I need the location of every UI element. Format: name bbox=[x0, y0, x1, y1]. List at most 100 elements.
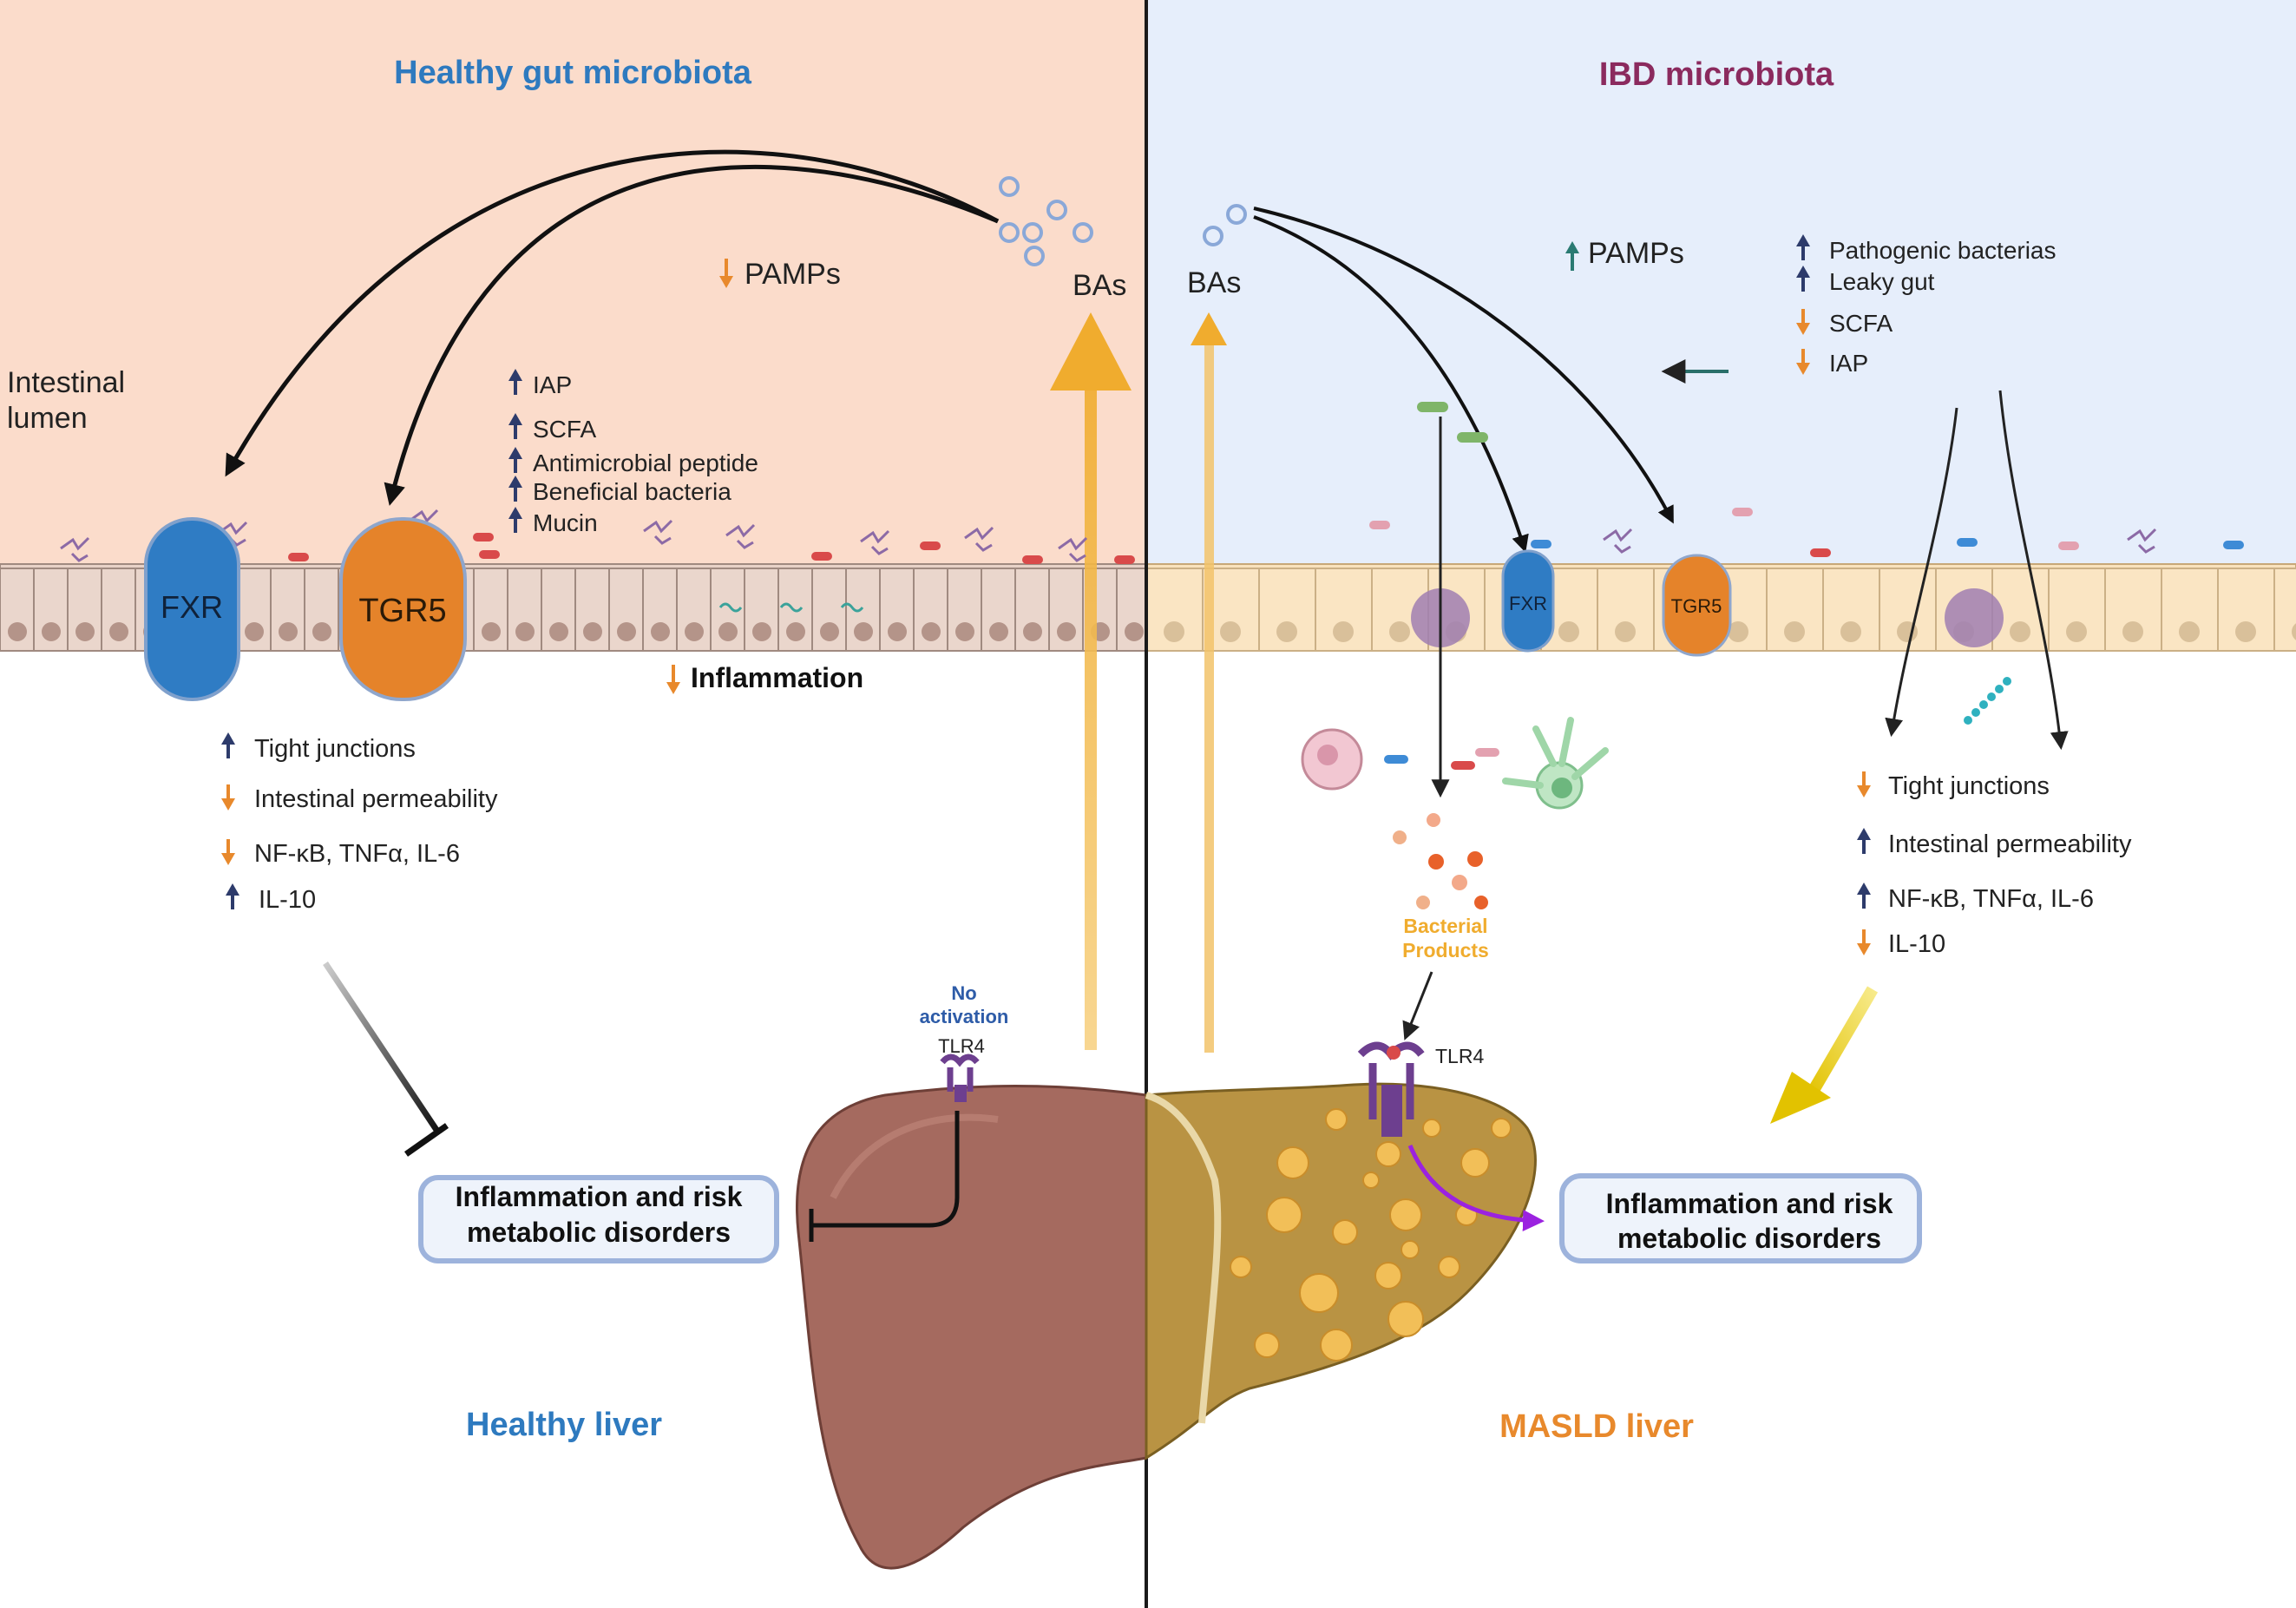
tlr4-receptor-right bbox=[1357, 1041, 1425, 1137]
ibd-microbes bbox=[1369, 402, 2244, 725]
lumen-label-line2: lumen bbox=[7, 402, 88, 435]
healthy-effect-item: Tight junctions bbox=[254, 735, 416, 763]
immune-cells bbox=[1301, 717, 1609, 810]
inflammation-label: Inflammation bbox=[691, 662, 863, 693]
fat-droplet bbox=[1422, 1119, 1441, 1138]
pamps-label-left: PAMPs bbox=[745, 258, 841, 291]
yellow-outcome-arrow bbox=[1770, 986, 1879, 1124]
up-arrow-icon bbox=[508, 476, 522, 502]
ibd-effect-item: Intestinal permeability bbox=[1888, 830, 2132, 858]
bacterial-products-dots bbox=[1393, 813, 1488, 909]
healthy-up-item: Beneficial bacteria bbox=[533, 478, 731, 505]
outcome-box-left: Inflammation and risk metabolic disorder… bbox=[418, 1175, 779, 1263]
down-arrow-icon bbox=[1857, 929, 1871, 955]
lumen-label-line1: Intestinal bbox=[7, 366, 125, 399]
fat-droplet bbox=[1491, 1118, 1512, 1139]
healthy-epithelium bbox=[0, 563, 1151, 652]
mucin-strand bbox=[1603, 528, 1633, 554]
tlr4-receptor-left bbox=[940, 1053, 980, 1102]
fat-droplet bbox=[1276, 1146, 1309, 1179]
bead bbox=[1995, 685, 2004, 693]
mucin-strand bbox=[643, 519, 673, 545]
up-arrow-icon bbox=[1796, 266, 1810, 292]
antimicrobial-peptide bbox=[779, 602, 804, 613]
ba-to-tgr5-arrow-right bbox=[1253, 207, 1674, 524]
outcome-right-line1: Inflammation and risk bbox=[1606, 1188, 1893, 1219]
up-arrow-icon bbox=[508, 369, 522, 395]
tlr4-label-right: TLR4 bbox=[1435, 1045, 1484, 1067]
healthy-effect-item: IL-10 bbox=[259, 886, 316, 914]
bead bbox=[1979, 700, 1988, 709]
ba-to-fxr-arrow bbox=[225, 149, 1000, 477]
outcome-left-line1: Inflammation and risk bbox=[456, 1181, 743, 1212]
fat-droplet bbox=[1254, 1332, 1280, 1358]
bacterium bbox=[1457, 432, 1488, 443]
masld-liver bbox=[1145, 1082, 1537, 1460]
healthy-liver bbox=[796, 1085, 1148, 1570]
fat-droplet bbox=[1320, 1329, 1353, 1362]
no-activation-line1: No bbox=[951, 982, 976, 1004]
up-arrow-icon bbox=[508, 447, 522, 473]
healthy-up-item: Antimicrobial peptide bbox=[533, 450, 758, 476]
tlr4-inhibition-line bbox=[811, 1111, 960, 1228]
fat-droplet bbox=[1375, 1141, 1401, 1167]
leak-arrow-right bbox=[1998, 390, 2069, 751]
inhibition-line bbox=[323, 962, 441, 1134]
bas-label-right: BAs bbox=[1187, 266, 1241, 299]
bead bbox=[1971, 708, 1980, 717]
bacterium bbox=[1732, 508, 1753, 516]
bacterium bbox=[2058, 541, 2079, 550]
fat-droplet bbox=[1299, 1273, 1339, 1313]
pamps-label-right: PAMPs bbox=[1588, 237, 1684, 270]
bacterial-products-line1: Bacterial bbox=[1403, 915, 1487, 937]
ba-to-tgr5-arrow bbox=[384, 165, 999, 506]
ibd-title: IBD microbiota bbox=[1599, 56, 1834, 93]
inflammation-down-arrow bbox=[666, 665, 680, 694]
fat-droplet bbox=[1374, 1262, 1402, 1290]
down-arrow-icon bbox=[1857, 771, 1871, 797]
fxr-receptor-right: FXR bbox=[1501, 549, 1555, 653]
epithelial-cell bbox=[811, 568, 847, 652]
fat-droplet bbox=[1387, 1301, 1424, 1337]
ibd-status-item: IAP bbox=[1829, 350, 1868, 377]
outcome-right-line2: metabolic disorders bbox=[1617, 1223, 1881, 1254]
no-activation-line2: activation bbox=[920, 1006, 1009, 1027]
tlr4-activation-arrow bbox=[1407, 1145, 1545, 1231]
epithelial-cell bbox=[2273, 568, 2296, 652]
bas-label-left: BAs bbox=[1073, 269, 1126, 302]
mucin-strand bbox=[1058, 536, 1088, 562]
bacterium bbox=[811, 552, 832, 561]
down-arrow-icon bbox=[1796, 309, 1810, 335]
down-arrow-icon bbox=[221, 839, 235, 865]
up-arrow-icon bbox=[508, 413, 522, 439]
bacterium bbox=[1417, 402, 1448, 412]
mucin-strand bbox=[2127, 528, 2157, 554]
up-arrow-icon bbox=[226, 883, 239, 909]
bead bbox=[1987, 692, 1996, 701]
bacterium bbox=[1369, 521, 1390, 529]
bile-acid-molecules-left bbox=[999, 176, 1093, 266]
leak-arrow-left bbox=[1885, 407, 1958, 738]
fat-droplet bbox=[1332, 1219, 1358, 1245]
fat-droplet bbox=[1266, 1197, 1302, 1233]
ibd-effect-item: Tight junctions bbox=[1888, 772, 2050, 800]
healthy-up-item: IAP bbox=[533, 371, 572, 398]
down-arrow-icon bbox=[221, 784, 235, 811]
damaged-cell bbox=[1945, 588, 2004, 647]
products-to-tlr4-arrow bbox=[1402, 971, 1433, 1040]
ibd-status-item: Leaky gut bbox=[1829, 268, 1935, 295]
healthy-effect-item: Intestinal permeability bbox=[254, 785, 498, 813]
down-arrow-icon bbox=[1796, 349, 1810, 375]
healthy-title: Healthy gut microbiota bbox=[394, 55, 752, 91]
healthy-lumen-background bbox=[0, 0, 1146, 573]
fat-droplet bbox=[1325, 1108, 1348, 1131]
healthy-microbes bbox=[60, 509, 1135, 613]
antimicrobial-peptide bbox=[840, 602, 864, 613]
bacterium bbox=[1810, 548, 1831, 557]
ibd-status-item: SCFA bbox=[1829, 310, 1893, 337]
mucin-strand bbox=[60, 536, 90, 562]
fxr-label-left: FXR bbox=[161, 589, 223, 625]
